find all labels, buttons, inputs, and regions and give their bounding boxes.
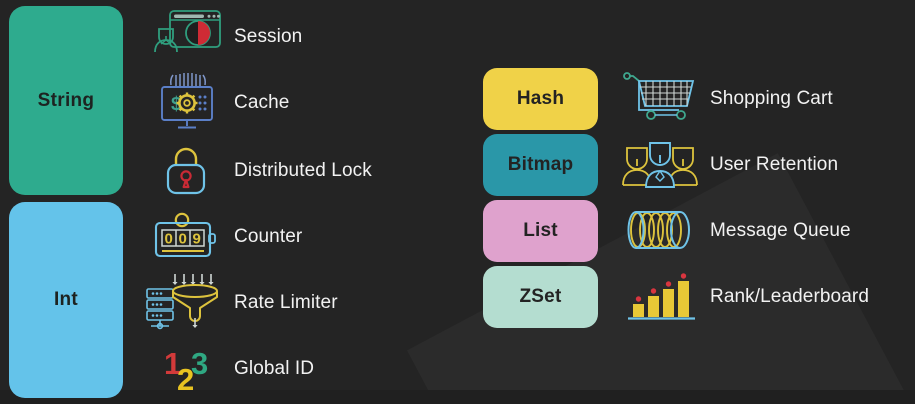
type-block-string-label: String — [37, 89, 95, 111]
list-item-shopping-cart[interactable]: Shopping Cart — [622, 68, 833, 130]
list-item-message-queue-label: Message Queue — [710, 220, 851, 241]
list-item-message-queue[interactable]: Message Queue — [622, 200, 851, 262]
pill-zset-label: ZSet — [519, 286, 562, 307]
user-group-icon — [622, 134, 702, 196]
list-item-cache[interactable]: $ Cache — [146, 72, 289, 134]
type-block-string[interactable]: String — [9, 6, 123, 195]
type-block-int[interactable]: Int — [9, 202, 123, 398]
list-item-rank-leaderboard[interactable]: Rank/Leaderboard — [622, 266, 869, 328]
svg-text:$: $ — [171, 94, 182, 115]
pill-bitmap-label: Bitmap — [507, 154, 574, 175]
cache-monitor-gear-dollar-icon: $ — [146, 72, 226, 134]
bar-chart-rank-icon — [622, 266, 702, 328]
pill-list-label: List — [523, 220, 558, 241]
list-item-rate-limiter[interactable]: Rate Limiter — [146, 272, 338, 334]
list-item-cache-label: Cache — [234, 92, 290, 113]
counter-odometer-icon: 0 0 9 — [146, 206, 226, 268]
numbers-123-icon: 1 2 3 — [146, 338, 226, 400]
svg-text:3: 3 — [191, 346, 208, 381]
pill-zset[interactable]: ZSet — [483, 266, 598, 328]
pill-hash[interactable]: Hash — [483, 68, 598, 130]
session-browser-user-clock-icon — [146, 6, 226, 68]
list-item-shopping-cart-label: Shopping Cart — [710, 88, 833, 109]
list-item-rank-leaderboard-label: Rank/Leaderboard — [710, 286, 869, 307]
svg-text:2: 2 — [177, 362, 194, 397]
list-item-distributed-lock-label: Distributed Lock — [234, 160, 372, 181]
pill-bitmap[interactable]: Bitmap — [483, 134, 598, 196]
pill-hash-label: Hash — [516, 88, 565, 109]
svg-text:0: 0 — [165, 231, 173, 248]
pill-list[interactable]: List — [483, 200, 598, 262]
list-item-counter[interactable]: 0 0 9 Counter — [146, 206, 302, 268]
svg-text:0: 0 — [179, 231, 187, 248]
svg-text:1: 1 — [164, 346, 181, 381]
shopping-cart-icon — [622, 68, 702, 130]
padlock-icon — [146, 140, 226, 202]
list-item-global-id-label: Global ID — [234, 358, 315, 379]
funnel-server-rate-limit-icon — [146, 272, 226, 334]
list-item-counter-label: Counter — [234, 226, 303, 247]
list-item-session[interactable]: Session — [146, 6, 302, 68]
svg-text:9: 9 — [193, 231, 201, 248]
list-item-user-retention-label: User Retention — [710, 154, 839, 175]
list-item-rate-limiter-label: Rate Limiter — [234, 292, 338, 313]
list-item-global-id[interactable]: 1 2 3 Global ID — [146, 338, 314, 400]
bottom-band — [0, 390, 915, 404]
message-queue-cylinder-icon — [622, 200, 702, 262]
type-block-int-label: Int — [53, 289, 79, 310]
list-item-distributed-lock[interactable]: Distributed Lock — [146, 140, 372, 202]
list-item-session-label: Session — [234, 26, 303, 47]
list-item-user-retention[interactable]: User Retention — [622, 134, 838, 196]
